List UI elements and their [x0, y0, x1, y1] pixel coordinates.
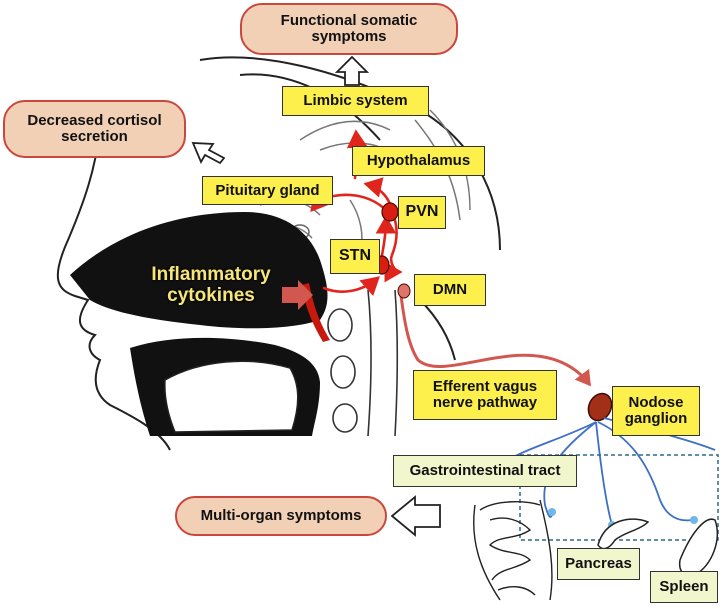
hypothalamus-label: Hypothalamus	[352, 146, 485, 176]
functional-somatic-text: Functional somatic symptoms	[280, 12, 418, 45]
pvn-nucleus	[381, 202, 399, 222]
functional-somatic-label: Functional somatic symptoms	[240, 3, 458, 55]
pituitary-gland-label: Pituitary gland	[202, 176, 333, 205]
left-hollow-arrow	[390, 495, 441, 537]
spleen-text: Spleen	[659, 578, 709, 596]
multi-organ-text: Multi-organ symptoms	[200, 507, 362, 525]
efferent-vagus-label: Efferent vagus nerve pathway	[413, 370, 557, 420]
dmn-nucleus	[397, 283, 411, 299]
efferent-vagus-text: Efferent vagus nerve pathway	[432, 378, 538, 411]
nodose-ganglion-mark	[587, 392, 613, 422]
limbic-system-label: Limbic system	[282, 86, 429, 116]
neural-pathways	[310, 129, 403, 297]
spine-sketch	[327, 289, 399, 437]
cytokine-arrow	[282, 280, 313, 310]
stn-label: STN	[330, 239, 380, 274]
stn-text: STN	[339, 247, 371, 265]
pituitary-gland-text: Pituitary gland	[215, 181, 320, 199]
dmn-label: DMN	[414, 274, 486, 306]
pancreas-sketch	[597, 518, 650, 550]
organ-dashed-frame	[519, 454, 719, 541]
multi-organ-label: Multi-organ symptoms	[175, 496, 387, 536]
intestines-sketch	[473, 499, 553, 601]
hypothalamus-text: Hypothalamus	[366, 152, 471, 170]
nodose-ganglion-label: Nodose ganglion	[612, 386, 700, 436]
pancreas-label: Pancreas	[557, 548, 640, 580]
tongue	[164, 360, 299, 433]
pancreas-text: Pancreas	[565, 555, 632, 573]
cortisol-hollow-arrow	[191, 142, 226, 165]
pvn-text: PVN	[405, 203, 439, 221]
pvn-label: PVN	[398, 196, 446, 229]
spleen-label: Spleen	[650, 571, 718, 603]
gi-tract-text: Gastrointestinal tract	[409, 462, 561, 480]
spleen-sketch	[678, 518, 719, 577]
up-hollow-arrow	[334, 55, 370, 86]
limbic-system-text: Limbic system	[303, 92, 408, 110]
decreased-cortisol-label: Decreased cortisol secretion	[3, 100, 186, 158]
nasal-cavity	[70, 212, 328, 329]
vagus-nerve-line	[398, 287, 592, 387]
nodose-ganglion-text: Nodose ganglion	[624, 394, 688, 427]
dmn-text: DMN	[432, 281, 468, 299]
inflammatory-cytokines-label: Inflammatory cytokines	[140, 264, 282, 307]
inflammatory-cytokines-text: Inflammatory cytokines	[151, 264, 271, 306]
gi-tract-label: Gastrointestinal tract	[393, 455, 577, 487]
decreased-cortisol-text: Decreased cortisol secretion	[27, 112, 162, 145]
